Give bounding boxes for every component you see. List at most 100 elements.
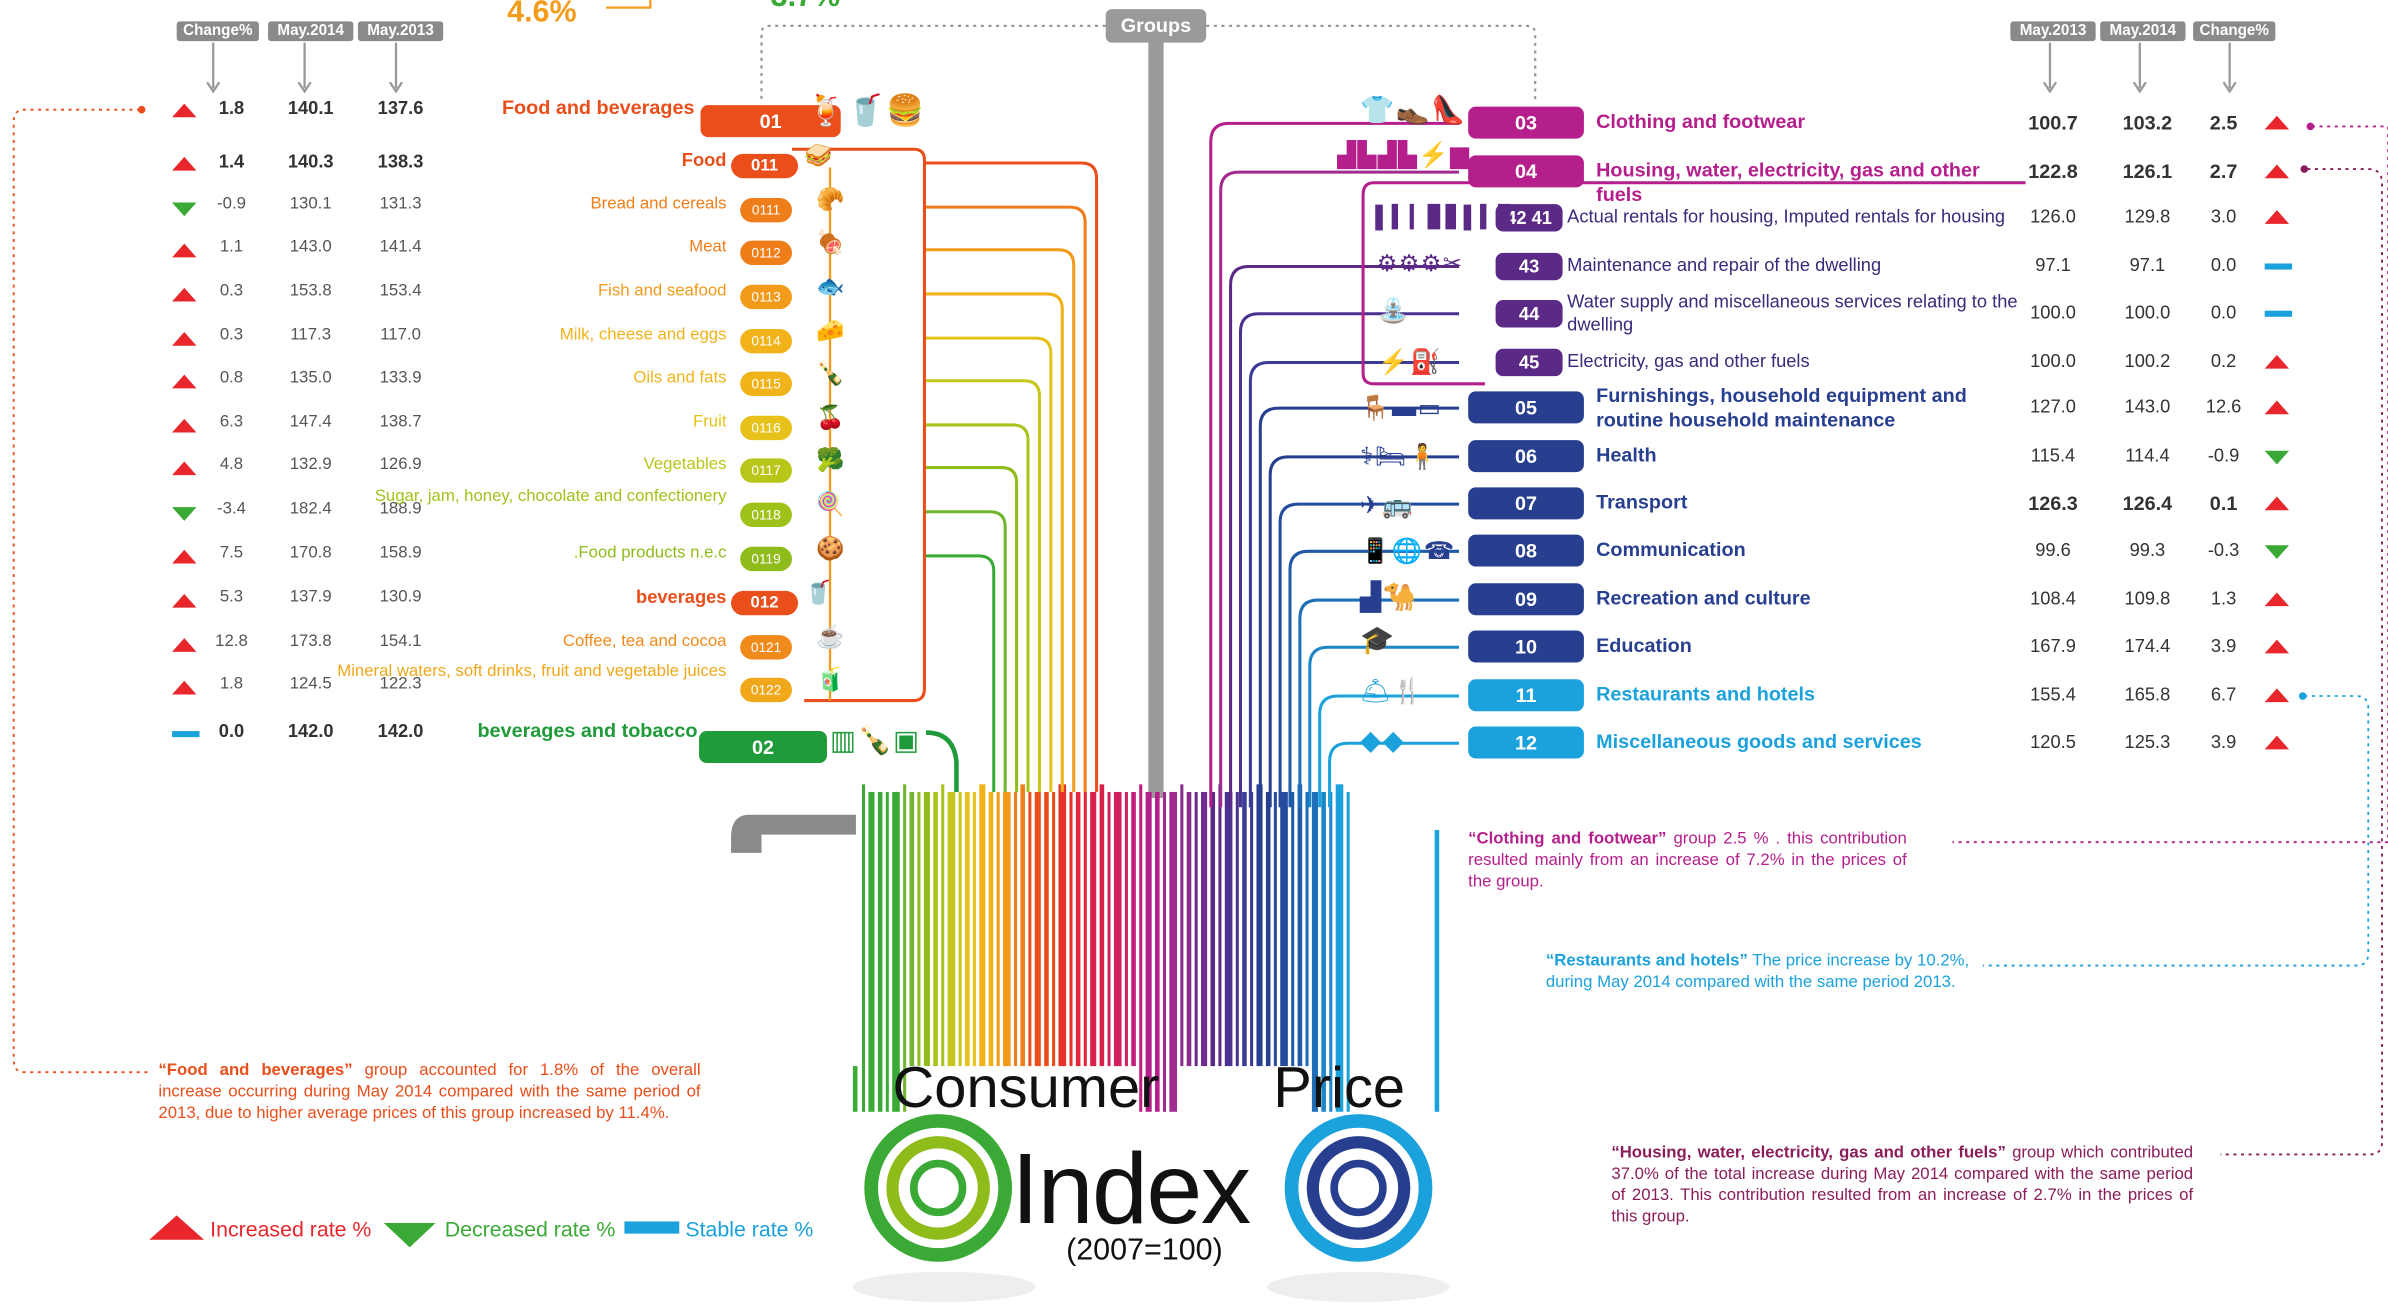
connector-line (1268, 455, 1460, 808)
category-code-badge: 0122 (740, 677, 792, 703)
category-label: Bread and cereals (590, 194, 727, 214)
category-code-badge: 0117 (740, 458, 792, 483)
connector-line (1278, 502, 1460, 808)
left-may2014-value: 182.4 (289, 499, 332, 518)
category-label: Meat (689, 237, 727, 256)
group-label: Recreation and culture (1596, 586, 1811, 610)
food-subcategory-icon: 🥤 (804, 580, 835, 607)
barcode-bar (923, 791, 930, 1067)
category-code-badge: 012 (731, 590, 799, 616)
left-may2013-value: 158.9 (379, 543, 422, 562)
trend-arrow (172, 202, 197, 217)
barcode-bar (1218, 784, 1222, 1067)
right-header-may2013: May.2013 (2010, 21, 2096, 42)
right-may2014-value: 174.4 (2124, 635, 2171, 657)
header-arrow-head (297, 81, 312, 94)
barcode-bar (1201, 791, 1208, 1067)
group-label: Miscellaneous goods and services (1596, 729, 1922, 753)
barcode-bar (1083, 791, 1087, 1067)
group-code-badge: 08 (1468, 534, 1584, 567)
barcode-bar (1028, 791, 1032, 1067)
trend-arrow (172, 507, 197, 521)
food-note-connector (12, 108, 150, 1074)
category-code-badge: 01 (700, 105, 841, 138)
right-change-value: 3.0 (2210, 205, 2237, 227)
right-may2014-value: 165.8 (2124, 683, 2171, 706)
barcode-bar (1311, 791, 1319, 1112)
barcode-bar (1194, 791, 1198, 1067)
trend-arrow (2264, 688, 2290, 703)
right-change-value: 3.9 (2210, 635, 2237, 657)
barcode-bar (1044, 791, 1049, 1067)
connector-line (925, 510, 1007, 792)
category-code-badge: 0111 (740, 197, 792, 223)
right-change-value: 0.1 (2209, 491, 2238, 515)
category-label: beverages and tobacco (477, 718, 698, 742)
left-may2013-value: 138.7 (379, 412, 422, 432)
right-may2014-value: 103.2 (2122, 111, 2173, 135)
left-change-value: 7.5 (219, 543, 244, 562)
buildings-icon: ▌▍▎▊▋▌▍▊ (1375, 204, 1517, 229)
food-subcategory-icon: 🥪 (804, 143, 835, 170)
barcode-bar (1329, 791, 1333, 1112)
left-change-value: 12.8 (215, 632, 248, 651)
barcode-bar (909, 791, 915, 1067)
note-clothing: “Clothing and footwear” group 2.5 % . th… (1468, 830, 1907, 891)
connector-line (1219, 170, 1460, 808)
left-change-value: 1.4 (218, 150, 245, 173)
connector-line (1308, 645, 1460, 808)
dot (2306, 122, 2315, 131)
barcode-bar (917, 791, 921, 1067)
category-code-badge: 02 (699, 731, 827, 764)
left-may2014-value: 124.5 (289, 674, 332, 693)
groups-dotted-left (760, 24, 1106, 104)
right-may2013-value: 120.5 (2030, 731, 2076, 753)
group-code-badge: 05 (1468, 391, 1584, 424)
right-header-may2014: May.2014 (2100, 21, 2186, 42)
food-subcategory-icon: 🍭 (816, 491, 847, 518)
left-change-value: 0.3 (219, 281, 244, 301)
legend-up-triangle (149, 1215, 205, 1240)
food-subcategory-icon: 🥦 (816, 447, 847, 474)
category-label: Coffee, tea and cocoa (562, 632, 727, 651)
tobacco-connector (925, 730, 959, 792)
barcode-bar (941, 784, 945, 1067)
right-may2013-value: 126.0 (2030, 205, 2076, 227)
group-code-badge: 06 (1468, 440, 1584, 473)
note-restaurants: “Restaurants and hotels” The price incre… (1545, 951, 1970, 992)
left-may2013-value: 141.4 (379, 237, 422, 256)
header-arrow-head (388, 81, 404, 94)
legend-stable: Stable rate % (685, 1216, 814, 1242)
trend-arrow (172, 156, 197, 171)
category-label: Oils and fats (633, 368, 727, 387)
right-may2014-value: 125.3 (2124, 731, 2171, 753)
barcode-bar (933, 791, 938, 1067)
right-may2013-value: 97.1 (2035, 254, 2071, 276)
trend-arrow (172, 287, 197, 302)
left-may2014-value: 143.0 (289, 237, 332, 256)
title-index: Index (1011, 1131, 1251, 1245)
connector-line (925, 554, 996, 792)
barcode-bar (1346, 791, 1350, 1112)
barcode-bar (1145, 791, 1152, 1112)
food-subcategory-icon: 🍒 (816, 405, 847, 432)
group-label: Furnishings, household equipment and rou… (1596, 383, 1967, 432)
right-change-value: 2.7 (2209, 159, 2238, 183)
category-label: Mineral waters, soft drinks, fruit and v… (337, 662, 727, 681)
barcode-bar (988, 791, 994, 1067)
category-label: Vegetables (643, 455, 727, 474)
left-may2013-value: 117.0 (380, 325, 421, 345)
left-change-value: 0.0 (218, 720, 245, 742)
restaurants-note-connector (1982, 695, 2370, 967)
category-label: Sugar, jam, honey, chocolate and confect… (374, 487, 727, 506)
barcode-bar (1297, 784, 1303, 1067)
left-change-value: 0.8 (219, 368, 244, 387)
category-label: Food (681, 149, 727, 171)
connector-line (925, 466, 1019, 792)
left-header-change: Change% (176, 21, 259, 42)
header-arrow-head (2132, 81, 2147, 94)
right-may2013-value: 126.3 (2028, 491, 2078, 515)
tools-icon: ⚙⚙⚙✂ (1376, 251, 1464, 278)
left-may2014-value: 135.0 (289, 368, 332, 387)
barcode-bar (996, 791, 1000, 1067)
